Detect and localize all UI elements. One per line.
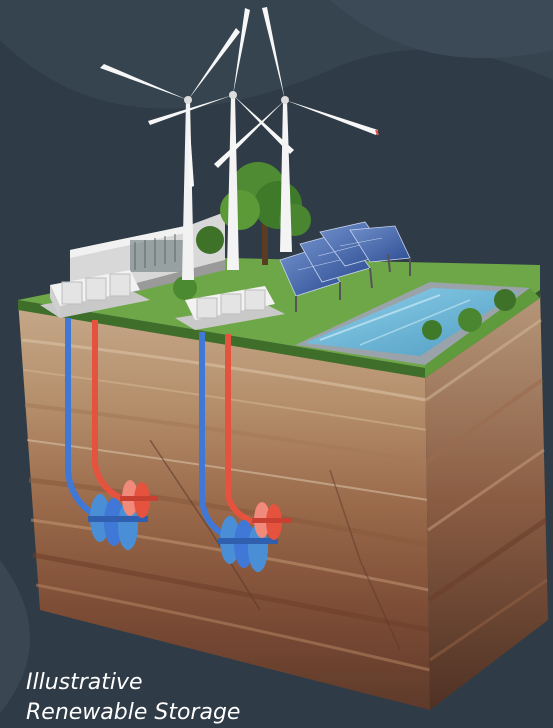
wind-turbine-icon <box>100 28 240 280</box>
soil-cross-section <box>18 290 548 710</box>
heat-exchanger-icon <box>88 480 158 550</box>
background-swoosh <box>330 0 553 59</box>
heat-exchanger-icon <box>218 502 292 572</box>
battery-unit-icon <box>40 270 150 318</box>
caption-line-2: Renewable Storage <box>26 700 241 725</box>
caption: Illustrative Renewable Storage <box>26 668 240 728</box>
pipe-cold <box>65 318 97 518</box>
solar-panel-icon <box>279 221 411 312</box>
battery-unit-icon <box>175 286 285 330</box>
tree-icon <box>173 162 516 340</box>
caption-line-1: Illustrative <box>26 670 143 695</box>
reservoir-icon <box>295 282 540 378</box>
wind-turbine-icon <box>148 8 294 270</box>
pipe-hot <box>225 334 256 525</box>
renewable-storage-illustration <box>0 0 553 713</box>
wind-turbine-icon <box>214 7 379 252</box>
background-swoosh <box>0 560 30 713</box>
